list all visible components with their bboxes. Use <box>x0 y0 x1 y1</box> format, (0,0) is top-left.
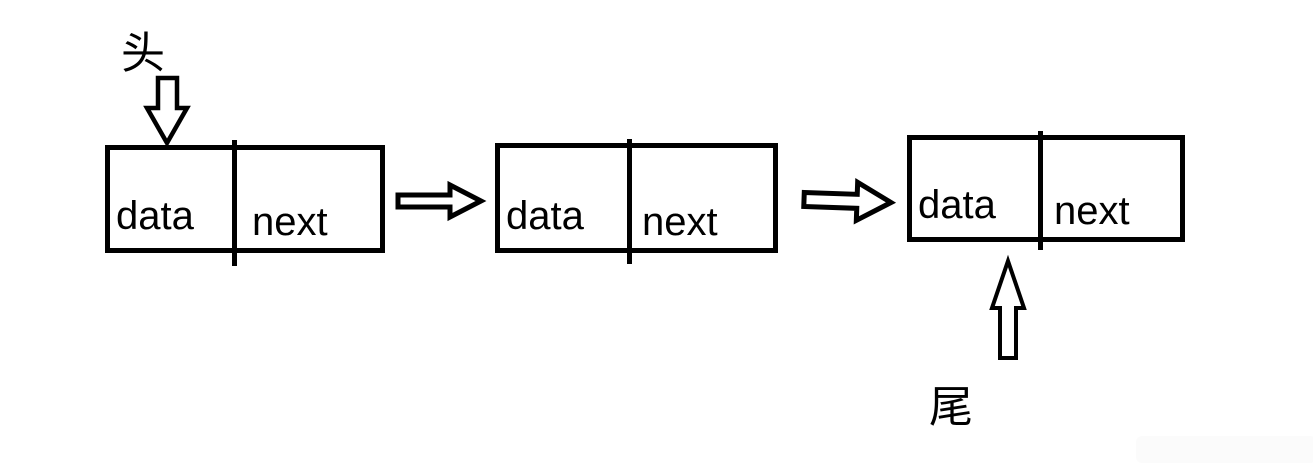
data-cell-label: data <box>918 183 996 227</box>
next-cell-label: next <box>1054 189 1130 233</box>
data-cell-label: data <box>506 194 584 238</box>
next-cell-label: next <box>252 200 328 244</box>
data-cell-label: data <box>116 194 194 238</box>
cell-divider <box>627 139 632 264</box>
node-link-right-arrow-icon <box>395 180 487 222</box>
tail-pointer-up-arrow-icon <box>989 254 1027 360</box>
cell-divider <box>232 140 237 266</box>
list-node-3: data next <box>907 131 1185 250</box>
watermark-box <box>1136 436 1313 463</box>
next-cell-label: next <box>642 200 718 244</box>
tail-label: 尾 <box>929 383 973 432</box>
node-link-right-arrow-icon <box>801 177 897 225</box>
cell-divider <box>1038 131 1043 250</box>
head-pointer-down-arrow-icon <box>143 75 191 148</box>
head-label: 头 <box>121 29 165 78</box>
list-node-2: data next <box>495 139 778 264</box>
list-node-1: data next <box>105 140 385 266</box>
